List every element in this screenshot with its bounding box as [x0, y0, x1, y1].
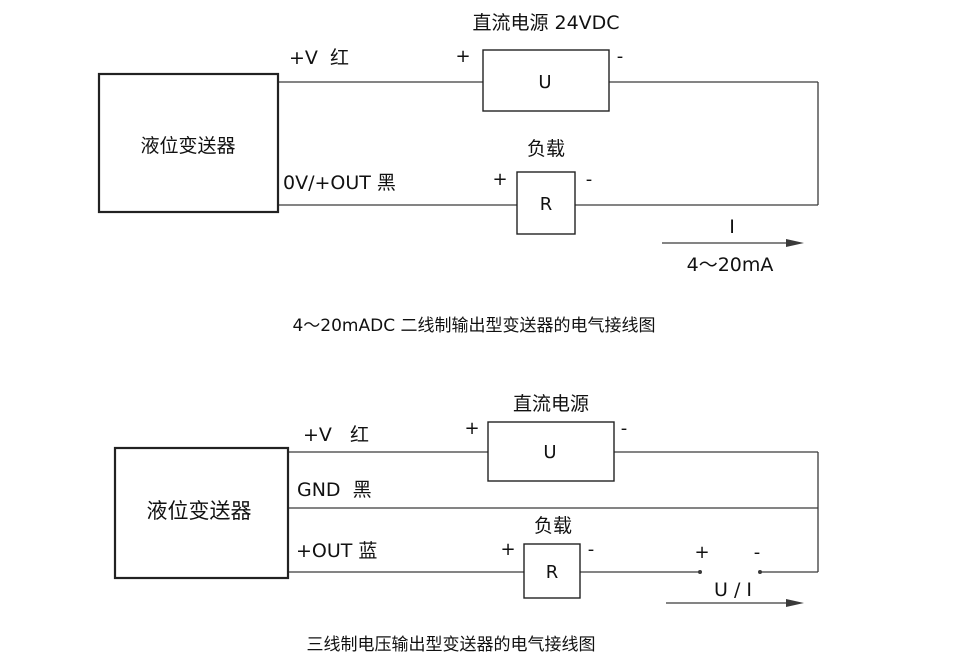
- top-current-arrow-head: [786, 239, 804, 247]
- bottom-load-symbol: R: [546, 562, 559, 583]
- bottom-diagram-caption: 三线制电压输出型变送器的电气接线图: [307, 635, 596, 655]
- bottom-meter-terminal-minus: [758, 570, 762, 574]
- top-supply-box: [482, 49, 610, 112]
- bottom-transmitter-label: 液位变送器: [147, 499, 252, 523]
- bottom-transmitter-box: [113, 446, 290, 580]
- top-supply-symbol: U: [538, 72, 551, 93]
- bottom-wire-gnd-label: GND 黑: [297, 479, 372, 501]
- bottom-meter-plus: +: [694, 542, 709, 563]
- bottom-wire-output-label: +OUT 蓝: [296, 540, 377, 562]
- top-wire-positive-label: +V 红: [289, 47, 349, 69]
- bottom-meter-arrow-head: [786, 599, 804, 607]
- bottom-meter-label: U / I: [714, 579, 752, 601]
- three-wire-diagram: 液位变送器 直流电源 U + - +V 红 GND 黑 +OUT 蓝 负载 R …: [113, 393, 819, 655]
- top-current-label: I: [729, 216, 735, 238]
- bottom-load-label: 负载: [534, 515, 572, 537]
- bottom-supply-minus: -: [621, 418, 628, 439]
- top-current-range: 4～20mA: [687, 254, 774, 276]
- top-transmitter-box: [97, 72, 280, 214]
- bottom-load-box: [523, 543, 581, 599]
- top-supply-label: 直流电源 24VDC: [472, 12, 619, 34]
- top-load-box: [516, 171, 576, 235]
- top-load-label: 负载: [527, 138, 565, 160]
- bottom-supply-box: [487, 421, 615, 482]
- top-load-plus: +: [492, 169, 507, 190]
- top-load-symbol: R: [540, 194, 553, 215]
- top-diagram-caption: 4～20mADC 二线制输出型变送器的电气接线图: [292, 316, 655, 336]
- top-supply-plus: +: [455, 46, 470, 67]
- bottom-load-minus: -: [588, 539, 595, 560]
- bottom-supply-plus: +: [464, 418, 479, 439]
- top-transmitter-label: 液位变送器: [140, 135, 235, 157]
- top-supply-minus: -: [617, 46, 624, 67]
- bottom-supply-label: 直流电源: [513, 393, 589, 415]
- bottom-load-plus: +: [500, 539, 515, 560]
- bottom-meter-minus: -: [754, 542, 761, 563]
- two-wire-diagram: 液位变送器 直流电源 24VDC U + - +V 红 0V/+OUT 黑 负载…: [97, 12, 819, 336]
- top-load-minus: -: [586, 169, 593, 190]
- bottom-meter-terminal-plus: [698, 570, 702, 574]
- bottom-wire-positive-label: +V 红: [303, 424, 369, 446]
- top-wire-output-label: 0V/+OUT 黑: [283, 172, 396, 194]
- bottom-supply-symbol: U: [543, 442, 556, 463]
